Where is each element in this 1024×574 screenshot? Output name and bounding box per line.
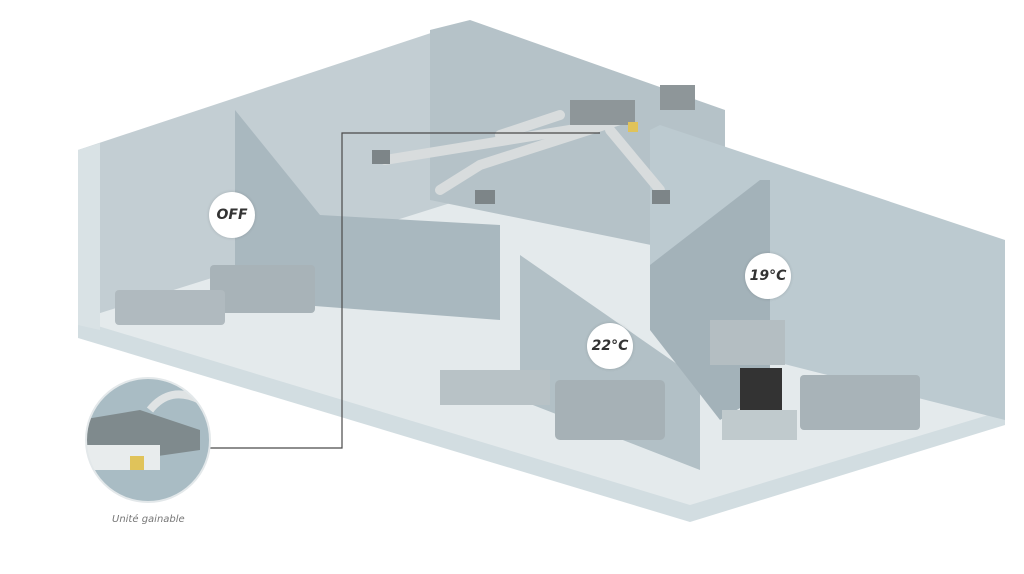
bed-right xyxy=(800,375,920,430)
vent-3 xyxy=(652,190,670,204)
dining-table xyxy=(440,370,550,405)
vent-2 xyxy=(475,190,495,204)
tv xyxy=(740,368,782,410)
wall-left-edge xyxy=(78,143,100,330)
inset-caption: Unité gainable xyxy=(112,514,185,525)
vent-1 xyxy=(372,150,390,164)
ducts xyxy=(380,110,665,195)
sofa-living xyxy=(555,380,665,440)
zone-status-badge-off: OFF xyxy=(209,192,255,238)
unit-connector-box xyxy=(628,122,638,132)
inset-zoom xyxy=(86,378,210,502)
connector-line xyxy=(210,132,600,449)
ducted-unit xyxy=(570,100,635,125)
zone-status-badge-living: 22°C xyxy=(587,323,633,369)
zone-status-badge-bedroom: 19°C xyxy=(745,253,791,299)
sofa-left xyxy=(115,290,225,325)
shelf xyxy=(710,320,785,365)
tv-stand xyxy=(722,410,797,440)
intake-box xyxy=(660,85,695,110)
bed-left xyxy=(210,265,315,313)
